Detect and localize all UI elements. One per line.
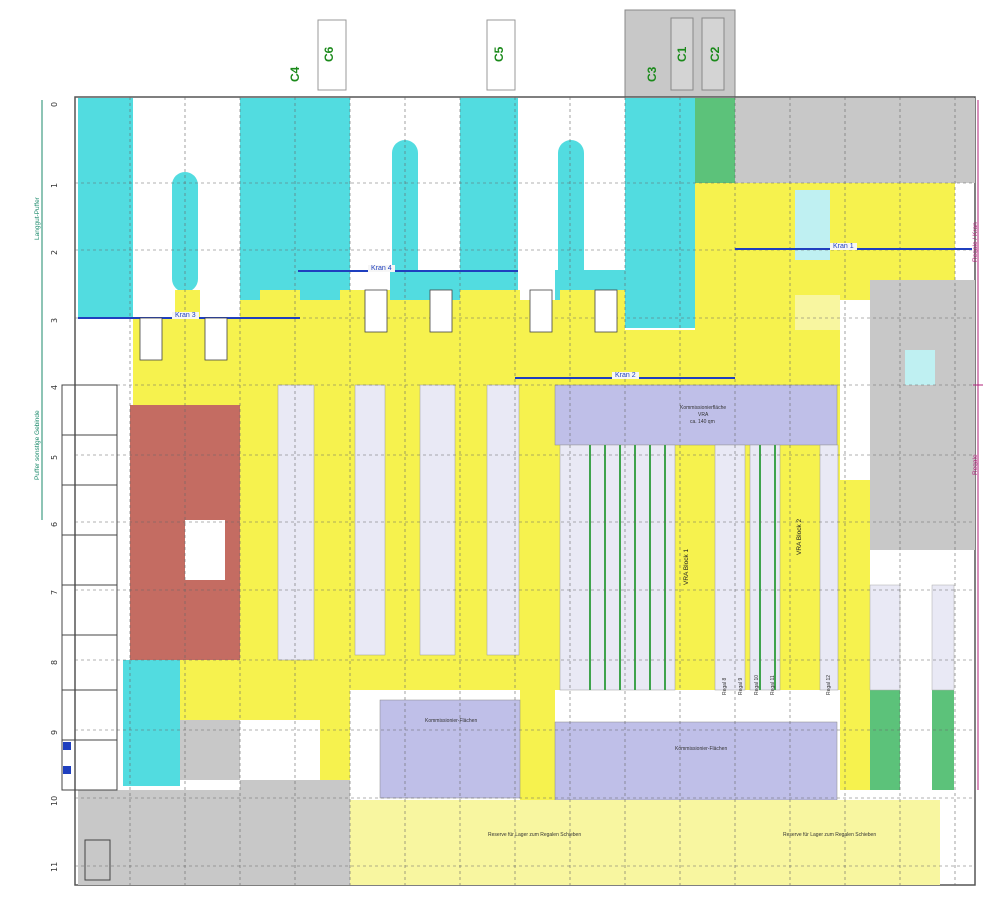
row-number: 8: [50, 659, 59, 665]
row-number: 0: [50, 101, 59, 107]
row-number: 4: [50, 384, 59, 390]
dock-c6: C6: [322, 46, 336, 62]
zone-kommissionier-flaechen-2: Kommissionier-Flächen: [675, 746, 728, 752]
zone-kommissionierflaeche: Kommissionierfläche: [680, 405, 727, 411]
row-number: 10: [50, 795, 59, 806]
row-number: 2: [50, 249, 59, 255]
dock-c3: C3: [645, 66, 659, 82]
dock-c1: C1: [675, 46, 689, 62]
row-number: 5: [50, 454, 59, 460]
zone-area: ca. 140 qm: [690, 419, 715, 425]
dock-c2: C2: [708, 46, 722, 62]
right-label-regale: Regale: [972, 454, 979, 475]
vra-block-2-label: VRA Block 2: [796, 518, 803, 555]
crane-label-3: Kran 3: [172, 312, 199, 319]
left-label-langgut: Langgut-Puffer: [34, 197, 41, 240]
reserve-label-2: Reserve für Lager zum Regalen Schieben: [783, 832, 877, 838]
shelf-label: Regal 9: [738, 677, 744, 695]
dock-c5: C5: [492, 46, 506, 62]
row-number: 6: [50, 521, 59, 527]
crane-label-1: Kran 1: [830, 243, 857, 250]
zone-vra: VRA: [698, 412, 709, 418]
row-number: 7: [50, 589, 59, 595]
vra-block-1-label: VRA Block 1: [683, 548, 690, 585]
crane-label-4: Kran 4: [368, 265, 395, 272]
row-number: 3: [50, 317, 59, 323]
dock-c4: C4: [288, 66, 302, 82]
reserve-label-1: Reserve für Lager zum Regalen Schieben: [488, 832, 582, 838]
right-label-regale-kran: Regale / Kran: [972, 222, 979, 262]
shelf-label: Regal 11: [770, 675, 776, 695]
row-number: 1: [50, 182, 59, 188]
zone-kommissionier-flaechen-1: Kommissionier-Flächen: [425, 718, 478, 724]
shelf-label: Regal 8: [722, 677, 728, 695]
crane-label-2: Kran 2: [612, 372, 639, 379]
shelf-label: Regal 10: [754, 674, 760, 695]
left-label-puffer: Puffer sonstige Gebinde: [34, 410, 41, 480]
row-number: 9: [50, 729, 59, 735]
row-number: 11: [50, 861, 59, 872]
shelf-label: Regal 12: [826, 674, 832, 695]
